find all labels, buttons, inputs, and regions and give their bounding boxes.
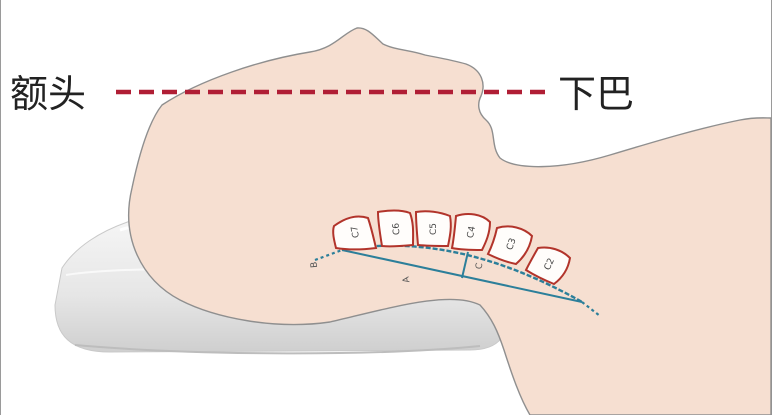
forehead-label: 额头: [10, 72, 86, 116]
vertebra-c2-label: C2: [543, 257, 557, 272]
curve-height-line: [461, 251, 469, 279]
vertebra-c4: C4: [450, 213, 492, 252]
vertebra-c6: C6: [376, 209, 415, 248]
vertebra-c5-label: C5: [429, 223, 439, 235]
vertebra-c7: C7: [332, 215, 378, 251]
vertebra-c6-label: C6: [391, 222, 402, 235]
height-label: C: [475, 262, 486, 270]
chin-label: 下巴: [558, 72, 634, 116]
vertebra-c3: C3: [486, 225, 534, 266]
vertebrae-group: C7 C6 C5 C4 C3 C2: [332, 209, 572, 286]
arc-start-label: B: [310, 261, 321, 268]
vertebra-c5: C5: [414, 210, 452, 248]
chord-label: A: [401, 275, 412, 284]
vertebra-c4-label: C4: [466, 225, 478, 239]
curve-arc-dotted-ext-left: [314, 248, 343, 262]
vertebra-c3-label: C3: [505, 237, 519, 252]
vertebra-c2: C2: [524, 246, 572, 286]
curve-arc-dotted-ext-right: [581, 301, 601, 317]
vertebra-c7-label: C7: [350, 225, 362, 239]
